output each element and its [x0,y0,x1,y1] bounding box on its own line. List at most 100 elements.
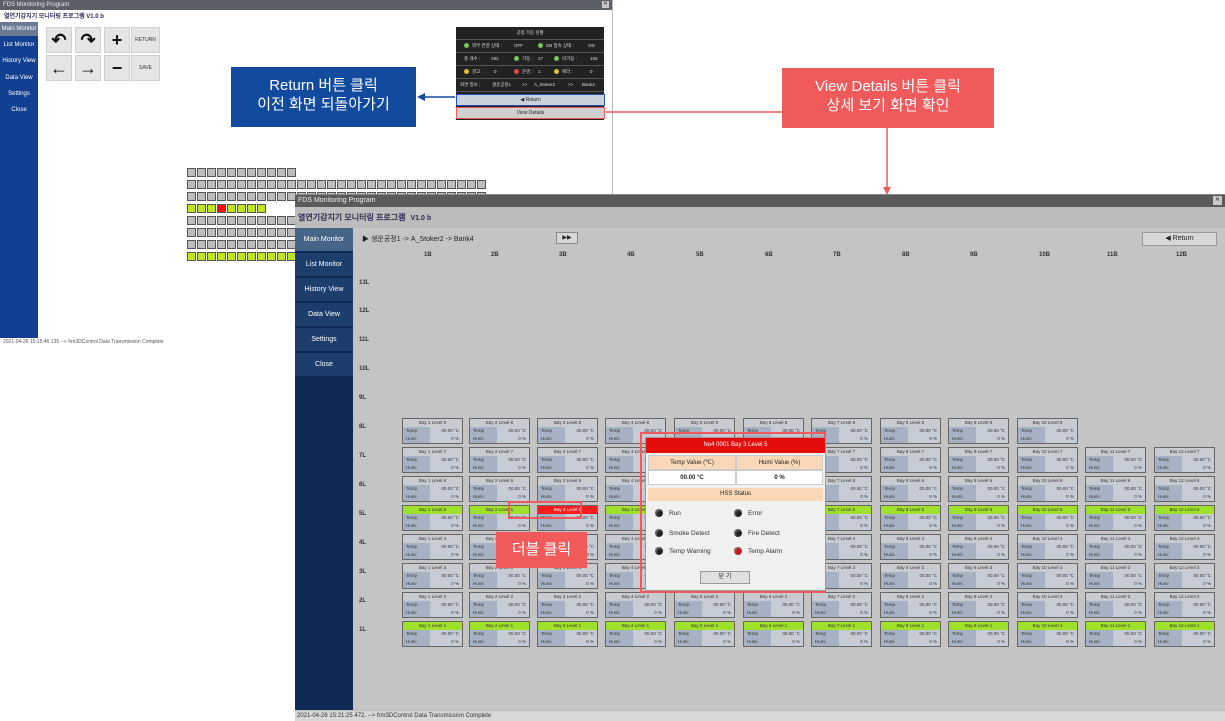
overview-cell[interactable] [427,180,436,189]
overview-cell[interactable] [207,216,216,225]
overview-cell[interactable] [297,180,306,189]
overview-cell[interactable] [307,180,316,189]
overview-cell[interactable] [237,216,246,225]
overview-cell[interactable] [217,228,226,237]
overview-cell[interactable] [217,204,226,213]
overview-cell[interactable] [247,192,256,201]
overview-cell[interactable] [197,192,206,201]
overview-cell[interactable] [267,216,276,225]
sidebar-item-main-monitor[interactable]: Main Monitor [295,228,353,251]
overview-cell[interactable] [257,180,266,189]
overview-cell[interactable] [187,168,196,177]
overview-cell[interactable] [247,240,256,249]
sidebar-item-main-monitor[interactable]: Main Monitor [0,22,38,36]
overview-cell[interactable] [187,216,196,225]
move-left-button[interactable]: ← [46,55,72,81]
overview-cell[interactable] [227,228,236,237]
close-icon[interactable]: ✕ [1213,196,1222,205]
save-button[interactable]: SAVE [131,55,160,81]
overview-cell[interactable] [257,204,266,213]
overview-cell[interactable] [197,228,206,237]
overview-cell[interactable] [187,192,196,201]
overview-cell[interactable] [187,228,196,237]
overview-cell[interactable] [437,180,446,189]
overview-cell[interactable] [247,180,256,189]
overview-cell[interactable] [217,180,226,189]
sidebar-item-list-monitor[interactable]: List Monitor [295,253,353,276]
overview-cell[interactable] [187,252,196,261]
sidebar-item-history-view[interactable]: History View [295,278,353,301]
overview-cell[interactable] [227,240,236,249]
overview-cell[interactable] [187,204,196,213]
overview-cell[interactable] [267,228,276,237]
overview-cell[interactable] [217,216,226,225]
move-right-button[interactable]: → [75,55,101,81]
overview-cell[interactable] [377,180,386,189]
sidebar-item-data-view[interactable]: Data View [5,74,33,81]
overview-cell[interactable] [237,180,246,189]
zoom-in-button[interactable]: + [104,27,130,53]
overview-cell[interactable] [397,180,406,189]
overview-cell[interactable] [447,180,456,189]
overview-cell[interactable] [227,252,236,261]
overview-cell[interactable] [237,240,246,249]
overview-cell[interactable] [287,168,296,177]
overview-cell[interactable] [267,240,276,249]
overview-cell[interactable] [247,228,256,237]
overview-cell[interactable] [217,240,226,249]
overview-cell[interactable] [257,216,266,225]
overview-cell[interactable] [237,228,246,237]
overview-cell[interactable] [257,252,266,261]
next-button[interactable]: ▶▶ [556,232,578,244]
overview-cell[interactable] [207,204,216,213]
overview-cell[interactable] [257,192,266,201]
view-details-button[interactable]: View Details [456,107,605,119]
overview-cell[interactable] [237,192,246,201]
overview-cell[interactable] [277,192,286,201]
return-button[interactable]: ◀ Return [1142,232,1217,246]
overview-cell[interactable] [257,168,266,177]
overview-cell[interactable] [227,192,236,201]
overview-cell[interactable] [237,168,246,177]
sidebar-item-list-monitor[interactable]: List Monitor [3,42,35,49]
sidebar-item-data-view[interactable]: Data View [295,303,353,326]
overview-cell[interactable] [257,240,266,249]
